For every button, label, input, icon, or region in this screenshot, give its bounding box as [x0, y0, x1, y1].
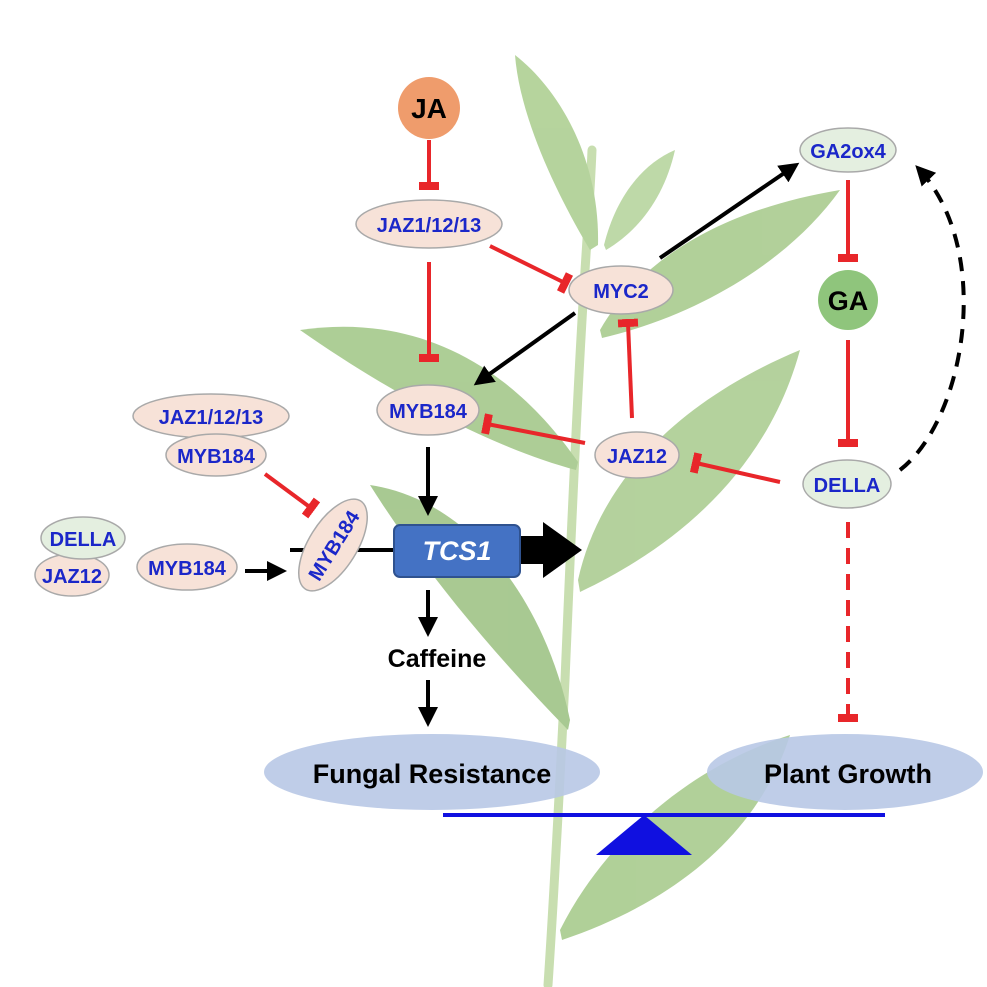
arrow-myc2-to-myb184 — [473, 311, 577, 386]
leaf-lower-left — [370, 485, 570, 730]
tcs1-label: TCS1 — [422, 536, 491, 566]
myb184-left-label: MYB184 — [148, 558, 227, 580]
jaz12-complex-label: JAZ12 — [42, 566, 102, 588]
jaz-top-label: JAZ1/12/13 — [377, 215, 482, 237]
inhibit-jaz12-myc2 — [617, 318, 639, 419]
della-complex-label: DELLA — [50, 529, 117, 551]
leaf-middle-right — [578, 350, 800, 592]
ga2ox4-label: GA2ox4 — [810, 141, 886, 163]
plant-background — [300, 55, 840, 987]
plant-growth-ellipse — [707, 734, 983, 810]
myb184-center-label: MYB184 — [389, 401, 468, 423]
jaz12-right-ellipse — [594, 431, 680, 479]
myb184-tilted-ellipse — [297, 498, 369, 592]
protein-jaz-top: JAZ1/12/13 — [355, 199, 503, 249]
ga2ox4-ellipse — [799, 127, 897, 173]
protein-myb184-tilted: MYB184 — [297, 498, 369, 592]
ja-label: JA — [411, 93, 447, 124]
caffeine-label: Caffeine — [388, 645, 487, 673]
protein-myc2: MYC2 — [568, 265, 674, 315]
myb184-complex-label: MYB184 — [177, 446, 256, 468]
ga-circle — [818, 270, 878, 330]
complex-jaz-myb184: JAZ1/12/13 MYB184 — [132, 393, 290, 477]
inhibit-della-jaz12 — [689, 452, 781, 484]
hormone-ga: GA — [818, 270, 878, 330]
inhibition-lines — [263, 140, 858, 722]
myc2-label: MYC2 — [593, 281, 649, 303]
protein-myb184-left: MYB184 — [136, 543, 238, 591]
leaf-top — [515, 55, 599, 250]
myc2-ellipse — [568, 265, 674, 315]
balance-scale: Fungal Resistance Plant Growth — [264, 734, 983, 855]
tcs1-box — [393, 524, 521, 578]
plant-stem — [543, 145, 597, 987]
della-right-ellipse — [802, 459, 892, 509]
protein-ga2ox4: GA2ox4 — [799, 127, 897, 173]
della-right-label: DELLA — [814, 475, 881, 497]
ja-circle — [398, 77, 460, 139]
leaf-top-small — [604, 150, 675, 250]
fungal-resistance-label: Fungal Resistance — [313, 759, 552, 789]
protein-jaz12-right: JAZ12 — [594, 431, 680, 479]
della-complex-ellipse — [40, 516, 126, 560]
inhibit-jaz12-myb184 — [481, 413, 586, 445]
fungal-resistance-ellipse — [264, 734, 600, 810]
arrow-della-to-ga2ox4-dashed — [898, 165, 966, 472]
myb184-left-ellipse — [136, 543, 238, 591]
inhibit-jaz-myc2 — [489, 244, 574, 294]
myb184-center-ellipse — [376, 384, 480, 436]
protein-myb184-center: MYB184 — [376, 384, 480, 436]
jaz-top-ellipse — [355, 199, 503, 249]
arrow-myc2-to-ga2ox4 — [658, 162, 800, 260]
balance-fulcrum — [596, 815, 692, 855]
tcs1-expression-arrow — [520, 522, 582, 578]
plant-growth-label: Plant Growth — [764, 759, 932, 789]
protein-della-right: DELLA — [802, 459, 892, 509]
hormone-ja: JA — [398, 77, 460, 139]
complex-della-jaz12: JAZ12 DELLA — [34, 516, 126, 597]
jaz-complex-label: JAZ1/12/13 — [159, 407, 264, 429]
jaz12-right-label: JAZ12 — [607, 446, 667, 468]
ga-label: GA — [828, 286, 869, 316]
inhibit-complex-myb184-tilted — [263, 472, 321, 519]
myb184-complex-ellipse — [165, 433, 267, 477]
gene-tcs1: TCS1 — [393, 524, 521, 578]
